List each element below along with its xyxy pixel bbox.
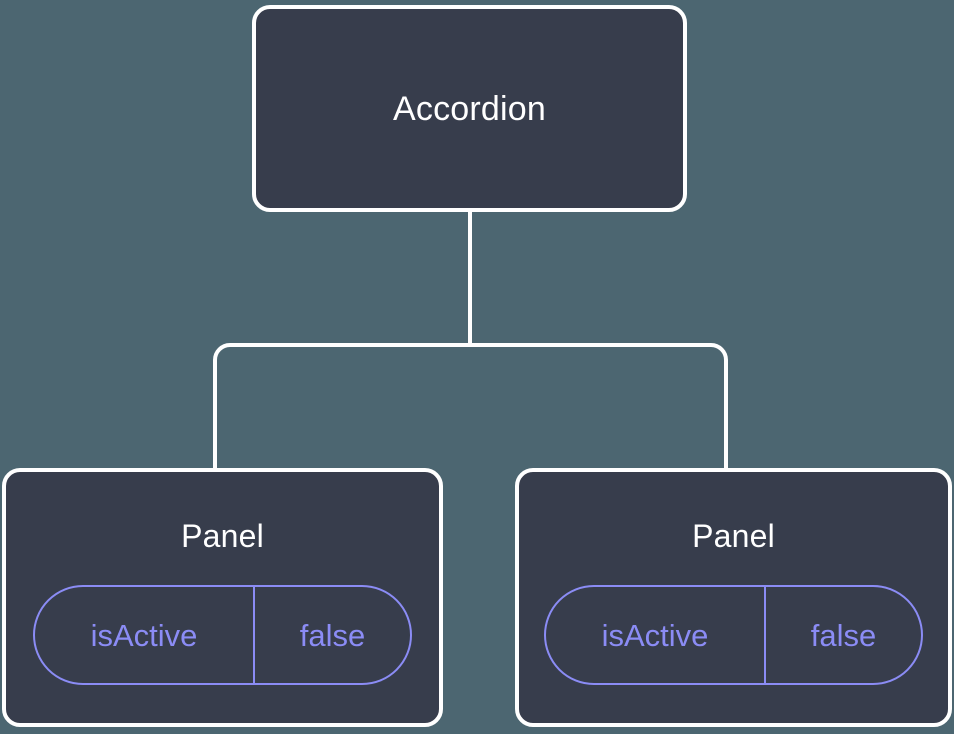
state-key-panel-1: isActive	[35, 587, 255, 683]
state-badge-panel-1[interactable]: isActive false	[33, 585, 412, 685]
state-value-panel-1: false	[299, 617, 366, 653]
state-badge-panel-2[interactable]: isActive false	[544, 585, 923, 685]
node-panel-2-label: Panel	[692, 518, 775, 554]
node-panel-1[interactable]: Panel isActive false	[2, 468, 443, 727]
node-accordion-label: Accordion	[393, 89, 546, 128]
node-panel-1-label: Panel	[181, 518, 264, 554]
state-key-panel-2: isActive	[546, 587, 766, 683]
node-panel-2[interactable]: Panel isActive false	[515, 468, 952, 727]
state-value-panel-2: false	[810, 617, 877, 653]
edge-branch-left	[213, 343, 470, 468]
node-accordion[interactable]: Accordion	[252, 5, 687, 212]
edge-branch-right	[470, 343, 728, 468]
